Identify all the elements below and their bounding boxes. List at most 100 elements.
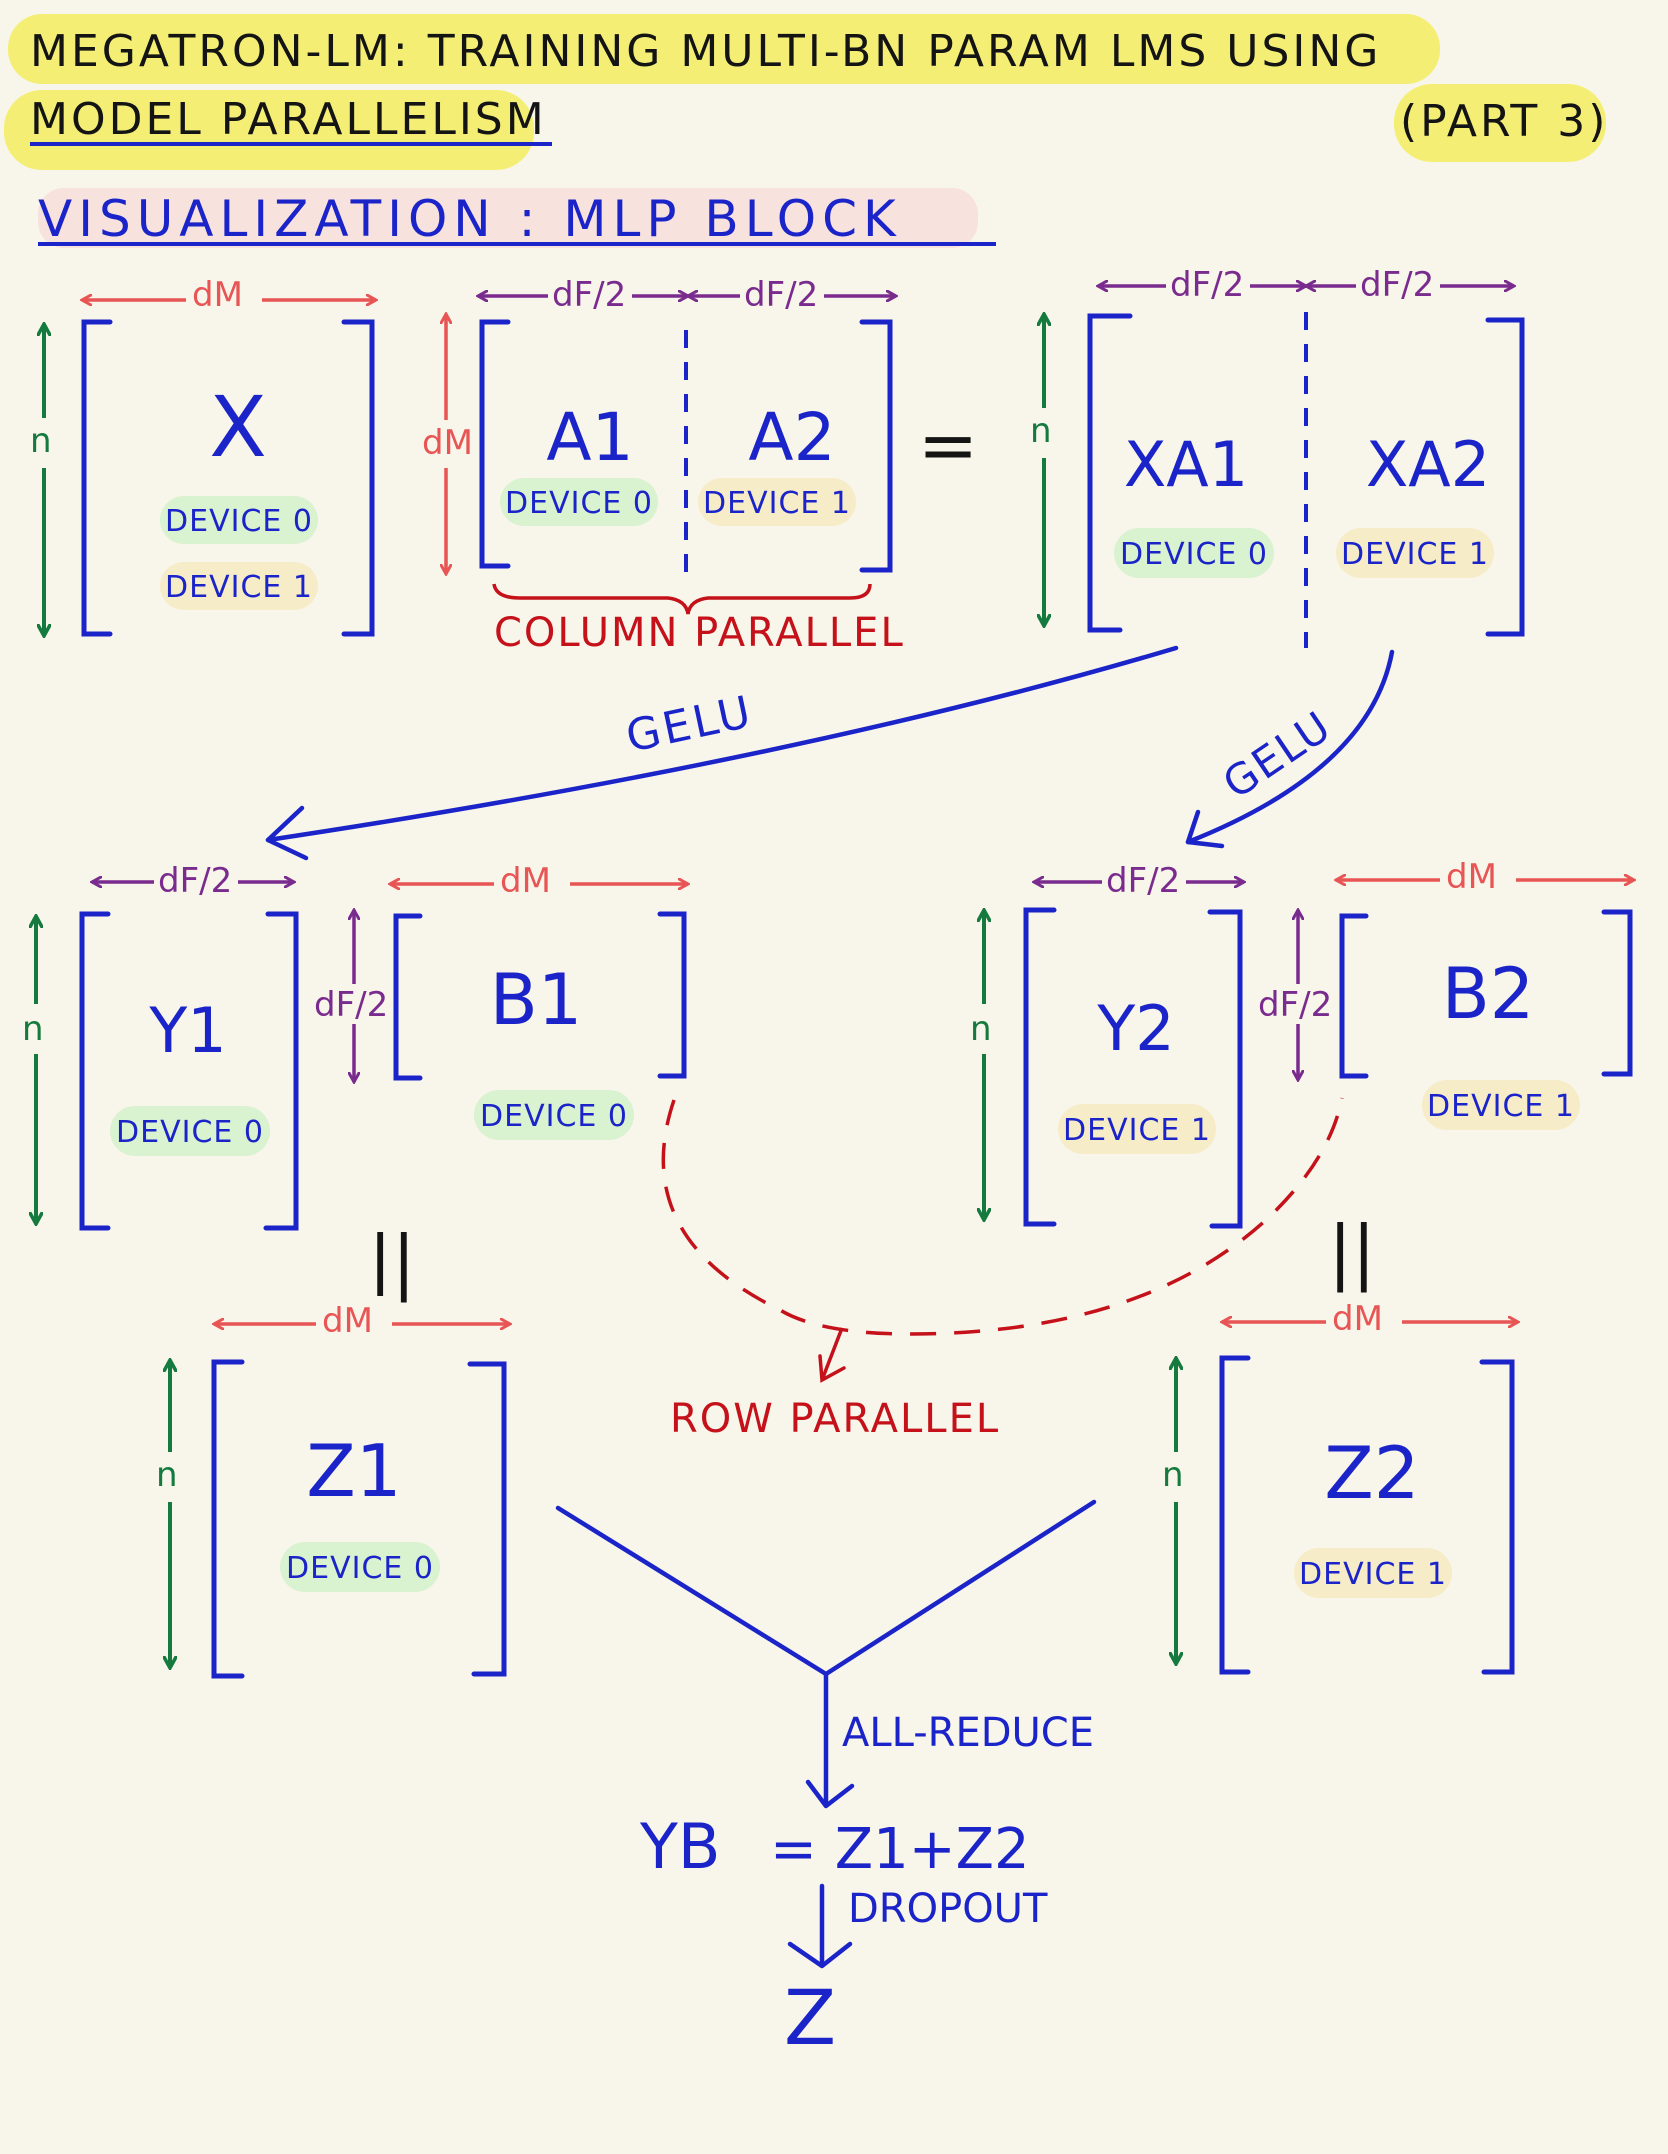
section-title: VISUALIZATION : MLP BLOCK <box>38 190 902 248</box>
matrix-right-bracket <box>1601 909 1633 1077</box>
device-pill <box>1422 1080 1580 1130</box>
matrix-right-bracket <box>1207 909 1243 1229</box>
device-0-label: DEVICE 0 <box>480 1099 628 1134</box>
label-bg <box>420 420 476 468</box>
result-z: Z <box>784 1973 836 2062</box>
equals-marker-right: || <box>1328 1211 1375 1293</box>
dropout-arrowhead <box>787 1941 853 1969</box>
device-pill <box>698 478 856 526</box>
df2-label: dF/2 <box>1258 985 1332 1025</box>
part-highlight <box>1394 84 1606 162</box>
device-pill <box>1114 528 1274 578</box>
section-highlight <box>38 188 978 248</box>
df2-label: dF/2 <box>1360 265 1434 305</box>
df2-label: dF/2 <box>552 275 626 315</box>
df2-label: dF/2 <box>1170 265 1244 305</box>
matrix-xa1-label: XA1 <box>1124 428 1248 501</box>
matrix-left-bracket <box>1339 913 1369 1079</box>
label-bg <box>1158 1452 1194 1502</box>
label-bg <box>314 984 394 1024</box>
gelu-arrows: GELU GELU <box>265 645 1395 861</box>
matrix-x-label: X <box>209 378 267 476</box>
equals-sign: = <box>918 403 978 487</box>
matrix-left-bracket <box>211 1359 245 1679</box>
matrix-y2-label: Y2 <box>1096 992 1174 1065</box>
matrix-right-bracket <box>1479 1359 1515 1675</box>
label-bg <box>316 1296 392 1340</box>
dm-label: dM <box>1332 1299 1383 1339</box>
label-bg <box>154 860 238 900</box>
title-line-1: MEGATRON-LM: TRAINING MULTI-BN PARAM LMS… <box>30 26 1381 77</box>
matrix-left-bracket <box>479 319 511 569</box>
n-label: n <box>970 1009 992 1049</box>
n-label: n <box>22 1009 44 1049</box>
df2-label: dF/2 <box>1106 861 1180 901</box>
equation-group: YB = Z1+Z2 DROPOUT Z <box>639 1810 1048 2062</box>
n-label: n <box>30 421 52 461</box>
matrix-left-bracket <box>393 913 423 1081</box>
device-0-label: DEVICE 0 <box>1120 537 1268 572</box>
all-reduce-label: ALL-REDUCE <box>842 1710 1094 1756</box>
device-pill <box>160 496 318 544</box>
title-highlight-1 <box>8 14 1440 84</box>
dm-label: dM <box>322 1301 373 1341</box>
row-parallel-label: ROW PARALLEL <box>670 1396 1000 1442</box>
matrix-x-group: dM n X DEVICE 0 DEVICE 1 <box>26 272 376 636</box>
gelu-label-right: GELU <box>1214 701 1340 808</box>
gelu-arrowhead-right <box>1185 809 1225 849</box>
label-bg <box>548 274 632 314</box>
matrix-z2-label: Z2 <box>1324 1431 1419 1515</box>
gelu-arrowhead-left <box>265 805 309 861</box>
matrix-a1-label: A1 <box>546 399 633 476</box>
label-bg <box>1166 264 1250 304</box>
label-bg <box>740 274 824 314</box>
dropout-label: DROPOUT <box>848 1886 1048 1932</box>
label-bg <box>1026 408 1062 458</box>
matrix-left-bracket <box>1023 907 1057 1227</box>
device-1-label: DEVICE 1 <box>1299 1557 1447 1592</box>
device-pill <box>500 478 658 526</box>
n-label: n <box>156 1455 178 1495</box>
matrix-y1-group: dF/2 n Y1 DEVICE 0 <box>18 860 299 1231</box>
n-label: n <box>1162 1455 1184 1495</box>
section-block: VISUALIZATION : MLP BLOCK <box>38 188 996 248</box>
row-parallel-arc <box>661 1097 1344 1336</box>
df2-label: dF/2 <box>314 985 388 1025</box>
matrix-right-bracket <box>657 911 687 1079</box>
label-bg <box>1440 852 1516 896</box>
matrix-right-bracket <box>341 319 375 637</box>
n-label: n <box>1030 411 1052 451</box>
label-bg <box>966 1004 1002 1054</box>
equation-lhs: YB <box>639 1810 720 1883</box>
df2-label: dF/2 <box>158 861 232 901</box>
label-bg <box>494 856 570 900</box>
gelu-label-left: GELU <box>622 686 758 763</box>
dm-label: dM <box>500 861 551 901</box>
gelu-arrow-right <box>1185 649 1395 845</box>
part-label: (PART 3) <box>1400 96 1608 147</box>
label-bg <box>26 418 62 468</box>
device-pill <box>1336 528 1494 578</box>
row-parallel-pointer-head <box>818 1354 846 1383</box>
equals-marker-left: || <box>368 1221 415 1303</box>
all-reduce-group: ALL-REDUCE <box>555 1499 1097 1809</box>
df2-label: dF/2 <box>744 275 818 315</box>
device-1-label: DEVICE 1 <box>1341 537 1489 572</box>
matrix-right-bracket <box>263 911 299 1231</box>
title-block: MEGATRON-LM: TRAINING MULTI-BN PARAM LMS… <box>4 14 1608 170</box>
matrix-y2-group: dF/2 n Y2 DEVICE 1 <box>966 860 1244 1229</box>
device-pill <box>474 1090 634 1140</box>
matrix-left-bracket <box>1219 1355 1251 1675</box>
device-1-label: DEVICE 1 <box>1063 1113 1211 1148</box>
matrix-z2-group: dM n Z2 DEVICE 1 <box>1158 1294 1518 1675</box>
label-bg <box>152 1452 188 1502</box>
gelu-arrow-left <box>265 645 1179 843</box>
title-highlight-2 <box>4 90 534 170</box>
device-1-label: DEVICE 1 <box>165 570 313 605</box>
device-0-label: DEVICE 0 <box>286 1551 434 1586</box>
matrix-left-bracket <box>81 319 113 637</box>
matrix-b2-group: dM dF/2 B2 DEVICE 1 <box>1258 852 1634 1130</box>
label-bg <box>1356 264 1440 304</box>
row-parallel-pointer <box>820 1327 844 1381</box>
